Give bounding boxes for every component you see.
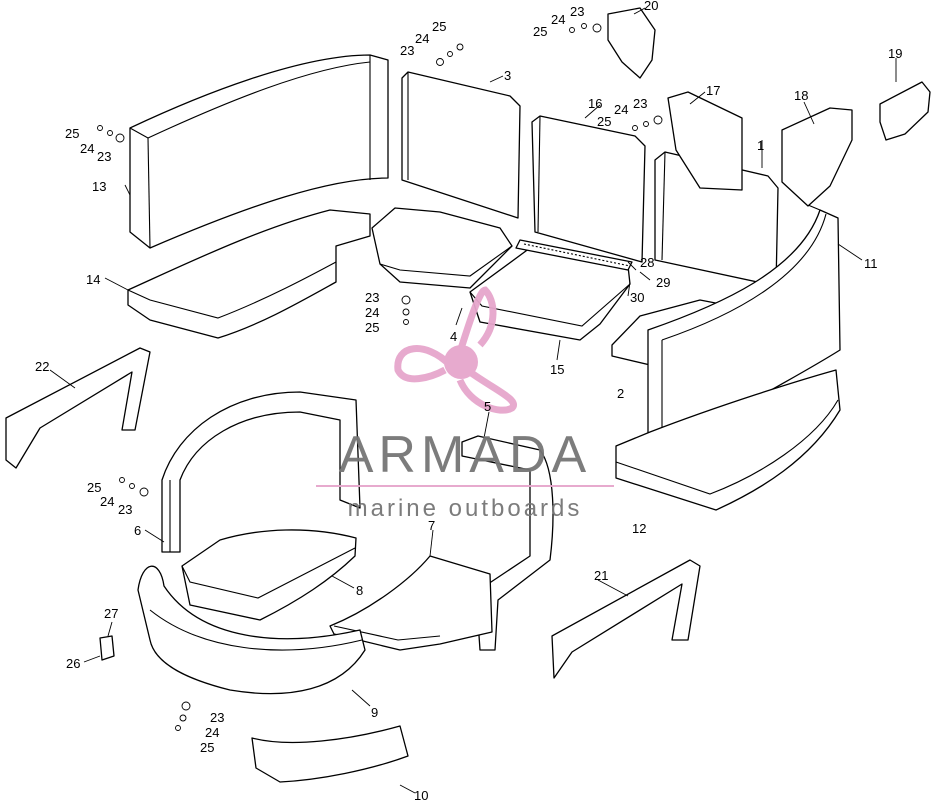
callout-23: 23: [570, 4, 584, 19]
callout-25: 25: [533, 24, 547, 39]
cushion-1: [654, 151, 779, 287]
base-9: [137, 565, 366, 695]
strip-28-29-30: [515, 239, 633, 271]
callout-24: 24: [80, 141, 94, 156]
callout-25: 25: [87, 480, 101, 495]
callout-17: 17: [706, 83, 720, 98]
callout-4: 4: [450, 329, 457, 344]
brand-tagline: marine outboards: [348, 495, 583, 522]
callout-20: 20: [644, 0, 658, 13]
callout-5: 5: [484, 399, 491, 414]
callout-labels: 1 2 3 4 5 6 7 8 9 10 11 12 13 14 15 16 1…: [35, 0, 902, 801]
callout-24: 24: [614, 102, 628, 117]
callout-25: 25: [432, 19, 446, 34]
callout-3: 3: [504, 68, 511, 83]
armada-watermark: ARMADA marine outboards: [316, 286, 614, 522]
callout-30: 30: [630, 290, 644, 305]
cushion-14: [127, 209, 371, 339]
callout-22: 22: [35, 359, 49, 374]
callout-19: 19: [888, 46, 902, 61]
callout-23: 23: [633, 96, 647, 111]
rail-22: [5, 347, 151, 469]
callout-23: 23: [365, 290, 379, 305]
callout-6: 6: [134, 523, 141, 538]
callout-24: 24: [551, 12, 565, 27]
callout-14: 14: [86, 272, 100, 287]
hardware-nuts-washers-screws: [97, 23, 663, 731]
guard-20: [607, 7, 656, 79]
callout-23: 23: [400, 43, 414, 58]
callout-7: 7: [428, 518, 435, 533]
cushion-8: [181, 529, 357, 621]
callout-9: 9: [371, 705, 378, 720]
rail-21: [551, 559, 701, 679]
callout-10: 10: [414, 788, 428, 801]
guard-17: [667, 91, 743, 191]
callout-13: 13: [92, 179, 106, 194]
callout-23: 23: [118, 502, 132, 517]
callout-1: 1: [757, 138, 764, 153]
callout-28: 28: [640, 255, 654, 270]
guard-18: [781, 107, 853, 207]
cushion-3: [401, 71, 521, 219]
callout-29: 29: [656, 275, 670, 290]
cushion-16: [531, 115, 646, 263]
callout-8: 8: [356, 583, 363, 598]
callout-15: 15: [550, 362, 564, 377]
callout-25: 25: [365, 320, 379, 335]
callout-23: 23: [97, 149, 111, 164]
callout-24: 24: [100, 494, 114, 509]
base-cushion-10: [251, 725, 409, 783]
callout-25: 25: [597, 114, 611, 129]
callout-23: 23: [210, 710, 224, 725]
callout-27: 27: [104, 606, 118, 621]
callout-21: 21: [594, 568, 608, 583]
callout-25: 25: [200, 740, 214, 755]
callout-24: 24: [365, 305, 379, 320]
guard-19: [879, 81, 931, 141]
seat-4: [371, 207, 513, 289]
callout-16: 16: [588, 96, 602, 111]
callout-25: 25: [65, 126, 79, 141]
backrest-13: [129, 54, 389, 249]
callout-24: 24: [415, 31, 429, 46]
callout-26: 26: [66, 656, 80, 671]
bracket-27: [99, 635, 115, 661]
callout-18: 18: [794, 88, 808, 103]
leader-lines: [49, 7, 897, 794]
seat-base-11: [647, 204, 841, 451]
callout-12: 12: [632, 521, 646, 536]
callout-11: 11: [864, 256, 878, 271]
brand-name: ARMADA: [339, 426, 591, 484]
propeller-logo-icon: [394, 286, 517, 414]
callout-24: 24: [205, 725, 219, 740]
callout-2: 2: [617, 386, 624, 401]
cushion-12: [615, 369, 841, 511]
backrest-6: [161, 391, 361, 553]
